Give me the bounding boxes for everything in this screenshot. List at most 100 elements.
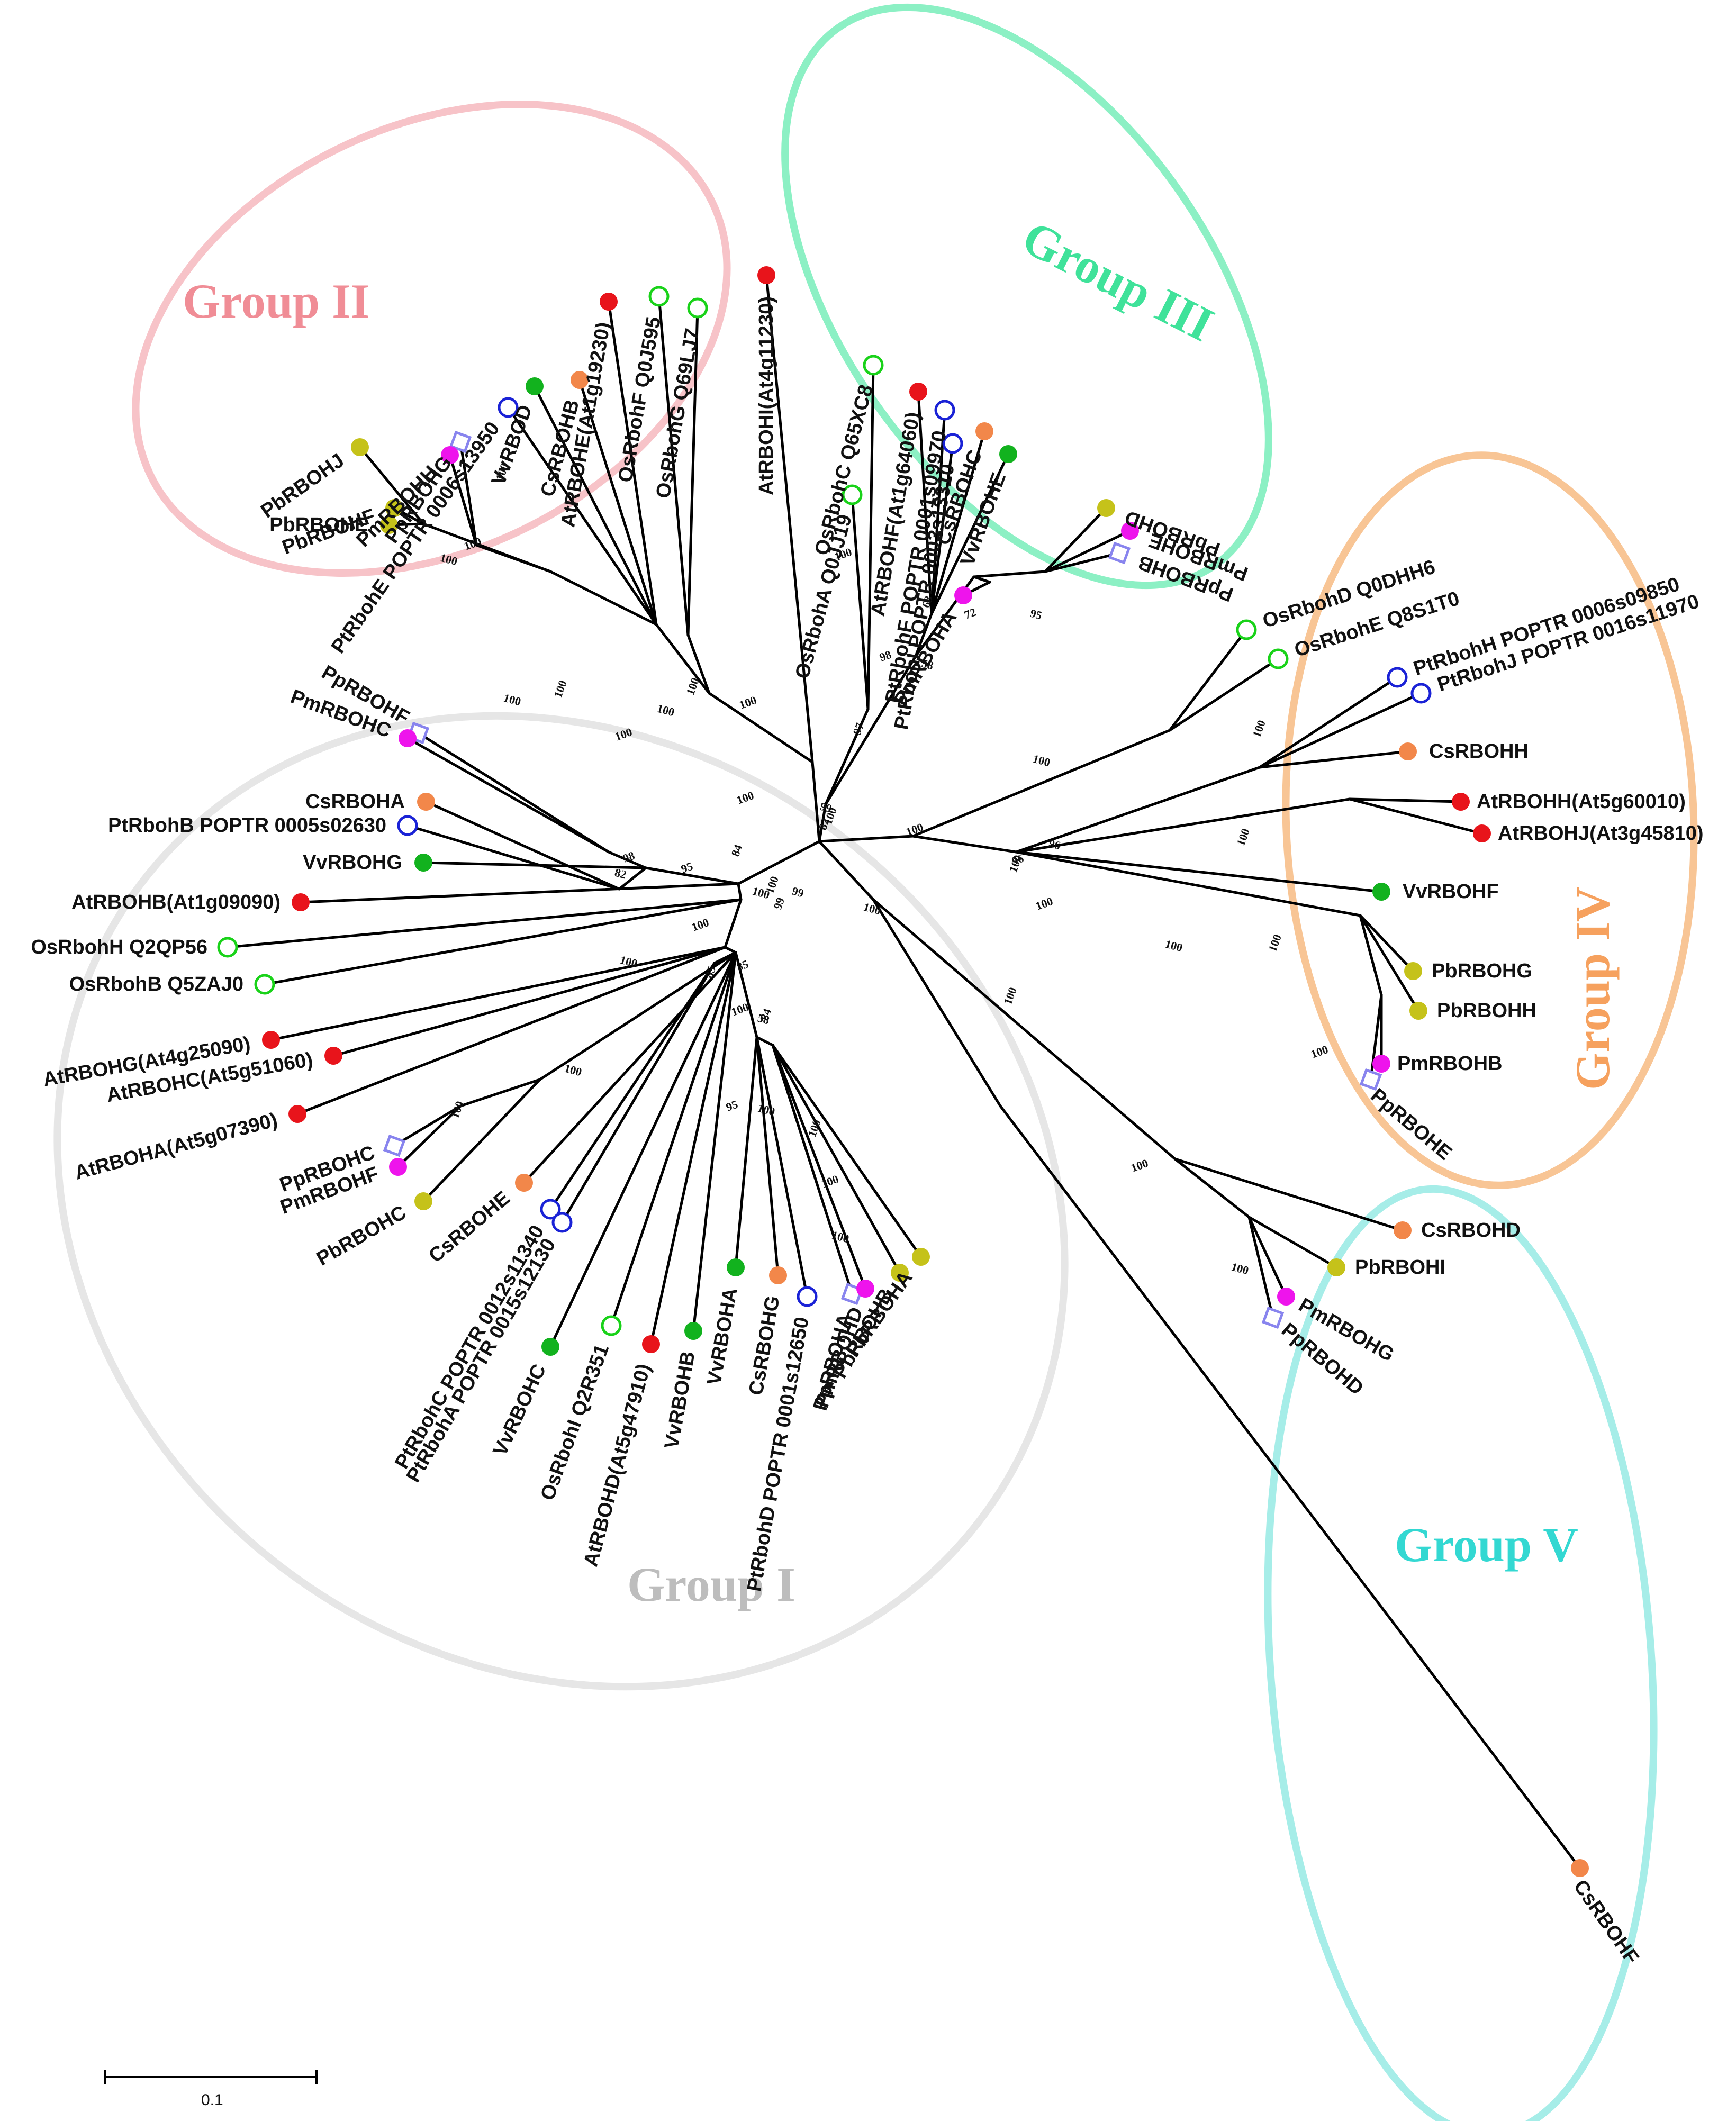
leaf-label: PbRBOHG [1432, 960, 1532, 982]
tree-branch [1173, 1157, 1251, 1219]
bootstrap-value: 100 [904, 820, 925, 839]
leaf-marker-cs [571, 371, 589, 389]
tree-branch [549, 962, 716, 1211]
tree-branch [737, 882, 743, 901]
tree-branch [406, 737, 610, 854]
tree-branch [708, 692, 814, 764]
leaf-marker-vv [526, 377, 544, 395]
leaf-marker-pb [1327, 1258, 1345, 1276]
leaf-marker-os [601, 1315, 622, 1336]
bootstrap-value: 100 [735, 788, 756, 807]
group-iv-ellipse [1282, 451, 1698, 1189]
tree-branch [533, 385, 658, 626]
leaf-marker-cs [769, 1266, 787, 1284]
leaf-label: PbRBOHE [269, 514, 368, 536]
bootstrap-value: 100 [805, 1118, 824, 1139]
leaf-label: AtRBOHA(At5g07390) [73, 1109, 280, 1184]
leaf-marker-at [1473, 824, 1491, 842]
leaf-label: PmRBOHB [1397, 1053, 1502, 1075]
leaf-label: PtRbohA POPTR 0015s12130 [402, 1235, 560, 1486]
tree-branch [610, 951, 737, 1327]
bootstrap-value: 84 [728, 842, 745, 858]
group-ii-label: Group II [183, 274, 370, 328]
leaf-label: PtRbohB POPTR 0005s02630 [108, 814, 386, 837]
leaf-marker-vv [684, 1322, 702, 1340]
tree-branch [607, 850, 647, 869]
group-iii-label: Group III [1014, 210, 1222, 352]
leaf-marker-pm [399, 729, 417, 747]
leaf-marker-pt [1410, 683, 1432, 704]
leaf-label: AtRBOHB(At1g09090) [71, 891, 281, 913]
leaf-marker-os [842, 484, 863, 505]
tree-branch [1015, 850, 1383, 893]
leaf-marker-pt [1387, 667, 1408, 688]
tree-branch [1348, 797, 1462, 803]
bootstrap-value: 100 [1265, 932, 1284, 954]
tree-branch [417, 731, 610, 854]
tree-branch [930, 442, 954, 615]
leaf-marker-pb [912, 1248, 930, 1266]
tree-branch [1168, 628, 1248, 732]
leaf-label: VvRBOHC [489, 1361, 551, 1460]
tree-branch [459, 440, 478, 547]
tree-branch [1258, 676, 1399, 769]
tree-branch [755, 1036, 809, 1298]
tree-branch [686, 306, 699, 637]
tree-branch [872, 898, 1002, 1108]
leaf-label: VvRBOHF [1403, 881, 1499, 903]
bootstrap-value: 100 [690, 916, 711, 934]
leaf-marker-vv [727, 1258, 745, 1276]
tree-branch [549, 570, 658, 626]
branches [226, 274, 1581, 1870]
tree-branch [1015, 766, 1261, 854]
tree-branch [972, 570, 1047, 578]
bootstrap-value: 100 [737, 693, 758, 712]
leaf-marker-at [757, 266, 775, 284]
leaf-marker-cs [1399, 742, 1417, 760]
tree-branch [734, 1036, 758, 1269]
tree-branch [1247, 1216, 1338, 1269]
leaf-marker-os [254, 974, 275, 995]
bootstrap-value: 100 [830, 1228, 851, 1246]
leaf-labels: CsRBOHFCsRBOHDPbRBOHIPmRBOHGPpRBOHDOsRbo… [31, 296, 1703, 1968]
leaf-marker-pb [385, 499, 403, 517]
tree-branch [406, 824, 621, 891]
leaf-markers [217, 266, 1589, 1877]
tree-branch [824, 708, 870, 806]
leaf-label: VvRBOD [487, 402, 537, 488]
leaf-label: CsRBOHH [1429, 740, 1529, 763]
leaf-marker-cs [1394, 1221, 1412, 1239]
group-ii-ellipse [132, 101, 731, 577]
leaf-marker-at [642, 1335, 660, 1353]
tree-branch [686, 633, 711, 695]
tree-branch [1258, 750, 1409, 769]
tree-branch [422, 1078, 541, 1203]
leaf-marker-pm [441, 446, 459, 464]
bootstrap-value: 100 [1234, 827, 1252, 848]
leaf-marker-pm [1121, 522, 1139, 540]
tree-branch [655, 623, 711, 695]
leaf-marker-pt [934, 400, 955, 421]
bootstrap-value: 100 [763, 874, 781, 895]
leaf-marker-at [600, 293, 618, 311]
leaf-marker-pp [1108, 541, 1131, 565]
tree-branch [737, 840, 821, 885]
tree-branch [1168, 657, 1280, 732]
tree-branch [713, 951, 737, 965]
scale-bar: 0.1 [104, 2070, 318, 2109]
tree-branch [296, 946, 727, 1116]
tree-branch [824, 655, 917, 806]
bootstrap-value: 100 [1032, 752, 1052, 769]
leaf-label: CsRBOHA [305, 791, 405, 813]
leaf-label: PbRBOHC [313, 1201, 410, 1270]
tree-branch [851, 493, 870, 711]
tree-branch [724, 946, 737, 954]
leaf-marker-pb [414, 1192, 432, 1210]
leaf-marker-cs [417, 793, 435, 811]
group-v-label: Group V [1395, 1518, 1578, 1572]
bootstrap-value: 100 [1164, 937, 1184, 955]
tree-branch [818, 835, 915, 843]
leaf-marker-pb [1097, 499, 1115, 517]
leaf-marker-pp [1261, 1306, 1285, 1329]
tree-branch [818, 803, 827, 843]
